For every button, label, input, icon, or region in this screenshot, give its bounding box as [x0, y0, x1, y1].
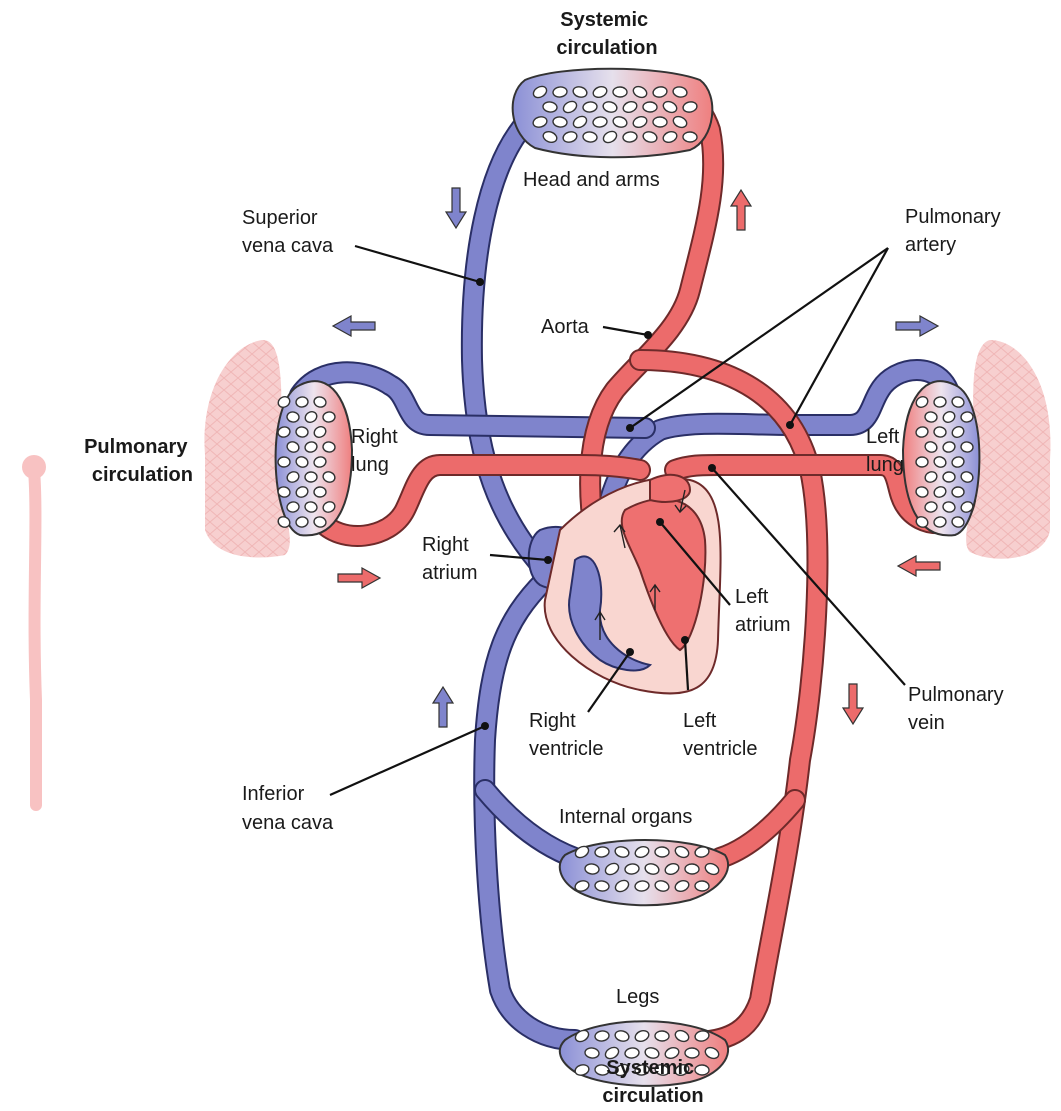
label-pulmonary-artery: Pulmonary artery	[905, 206, 1006, 256]
label-right-ventricle: Right ventricle	[529, 710, 603, 760]
arrow-right-icon	[896, 316, 938, 336]
capillary-bed-head-arms	[513, 69, 713, 158]
capillary-hole	[924, 411, 937, 422]
capillary-hole	[653, 117, 667, 127]
capillary-bed-right-lung	[276, 381, 352, 535]
capillary-hole	[655, 847, 669, 857]
capillary-hole	[286, 411, 299, 422]
arrow-left-icon	[333, 316, 375, 336]
capillary-hole	[960, 411, 973, 422]
heart	[545, 475, 721, 694]
label-head-and-arms: Head and arms	[523, 169, 660, 191]
label-systemic-circulation-top: Systemic circulation	[556, 9, 657, 59]
capillary-hole	[295, 396, 308, 407]
label-legs: Legs	[616, 986, 659, 1008]
arrow-right-icon	[338, 568, 380, 588]
decorative-bracket	[22, 455, 46, 805]
capillary-hole	[278, 457, 290, 467]
capillary-hole	[943, 472, 955, 482]
label-right-atrium: Right atrium	[422, 534, 478, 584]
capillary-hole	[916, 457, 928, 467]
arrow-down-icon	[843, 684, 863, 724]
capillary-hole	[643, 102, 657, 112]
arrow-left-icon	[898, 556, 940, 576]
label-internal-organs: Internal organs	[559, 806, 692, 828]
capillary-hole	[305, 472, 317, 482]
label-right-lung: Right lung	[351, 426, 403, 476]
label-left-ventricle: Left ventricle	[683, 710, 757, 760]
arrow-down-icon	[446, 188, 466, 228]
capillary-hole	[933, 426, 946, 437]
capillary-hole	[322, 411, 335, 422]
label-left-atrium: Left atrium	[735, 586, 791, 636]
label-inferior-vena-cava: Inferior vena cava	[242, 783, 334, 834]
capillary-hole	[685, 864, 699, 874]
capillary-bed-internal-organs	[560, 840, 728, 905]
capillary-hole	[952, 487, 964, 497]
capillary-hole	[295, 426, 308, 437]
label-aorta: Aorta	[541, 316, 590, 338]
label-pulmonary-circulation: Pulmonary circulation	[84, 436, 193, 486]
capillary-hole	[322, 441, 335, 452]
capillary-hole	[695, 881, 709, 891]
capillary-hole	[314, 487, 326, 497]
capillary-bed-left-lung	[903, 381, 979, 535]
capillary-hole	[613, 87, 627, 97]
capillary-hole	[683, 132, 697, 142]
label-pulmonary-vein: Pulmonary vein	[908, 684, 1009, 734]
capillary-hole	[960, 441, 973, 452]
arrow-up-icon	[433, 687, 453, 727]
arrow-up-icon	[731, 190, 751, 230]
left-atrium-chamber	[650, 475, 690, 502]
label-left-lung: Left lung	[866, 426, 905, 476]
label-superior-vena-cava: Superior vena cava	[242, 207, 334, 257]
capillary-hole	[655, 1031, 669, 1041]
capillary-hole	[933, 396, 946, 407]
